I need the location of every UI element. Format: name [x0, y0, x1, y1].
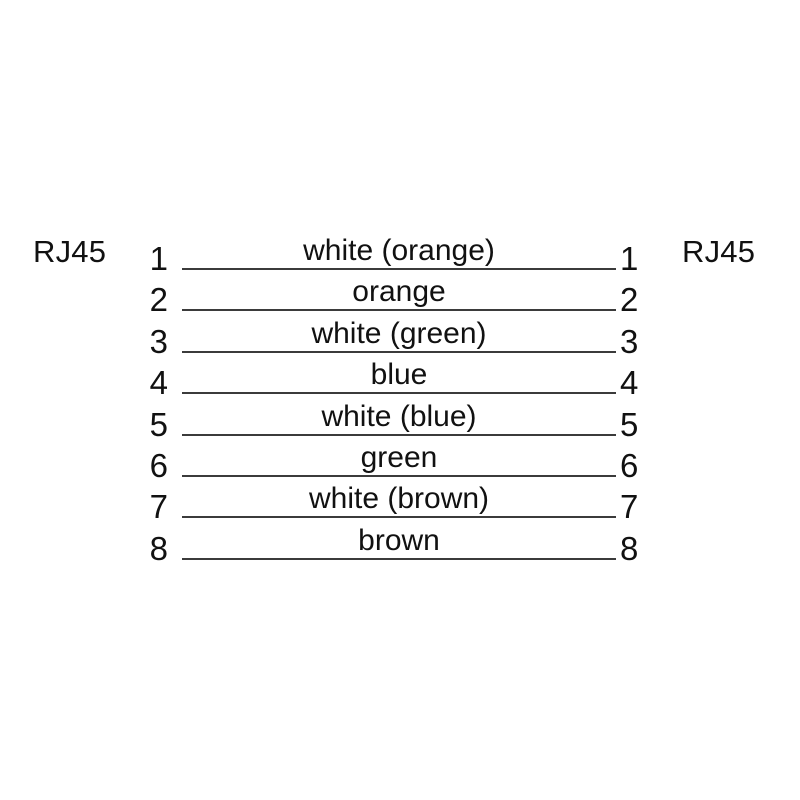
wire-line [182, 475, 616, 477]
wire-color-label: green [360, 441, 438, 474]
right-connector-label: RJ45 [682, 234, 756, 269]
right-pin-number: 3 [620, 322, 639, 360]
wire-color-label: brown [358, 523, 440, 557]
right-pin-number: 2 [620, 281, 639, 319]
wire-color-label: blue [370, 358, 428, 392]
wire-line [182, 350, 616, 353]
wire-line [182, 392, 616, 395]
wire-color-label: white (blue) [321, 399, 477, 433]
left-pin-number: 1 [149, 240, 168, 277]
wire-color-label: orange [352, 275, 446, 309]
left-pin-number: 5 [149, 405, 168, 443]
wire-line [182, 516, 616, 519]
right-pin-number: 5 [620, 405, 639, 443]
wire-line [182, 433, 616, 436]
left-pin-number: 6 [149, 447, 168, 484]
left-pin-number: 8 [149, 529, 168, 567]
wire-line [182, 309, 616, 312]
wire-line [182, 268, 616, 270]
wire-color-label: white (orange) [303, 234, 495, 267]
left-pin-number: 2 [149, 281, 168, 319]
left-pin-number: 4 [149, 364, 168, 402]
right-pin-number: 1 [620, 240, 639, 277]
wire-color-label: white (brown) [308, 482, 490, 516]
right-pin-number: 7 [620, 488, 639, 526]
right-pin-number: 4 [620, 364, 639, 402]
left-pin-number: 7 [149, 488, 168, 526]
wire-color-label: white (green) [311, 316, 487, 350]
left-connector-label: RJ45 [33, 234, 107, 269]
wire-line [182, 557, 616, 560]
left-pin-number: 3 [149, 322, 168, 360]
right-pin-number: 8 [620, 529, 639, 567]
right-pin-number: 6 [620, 447, 639, 484]
